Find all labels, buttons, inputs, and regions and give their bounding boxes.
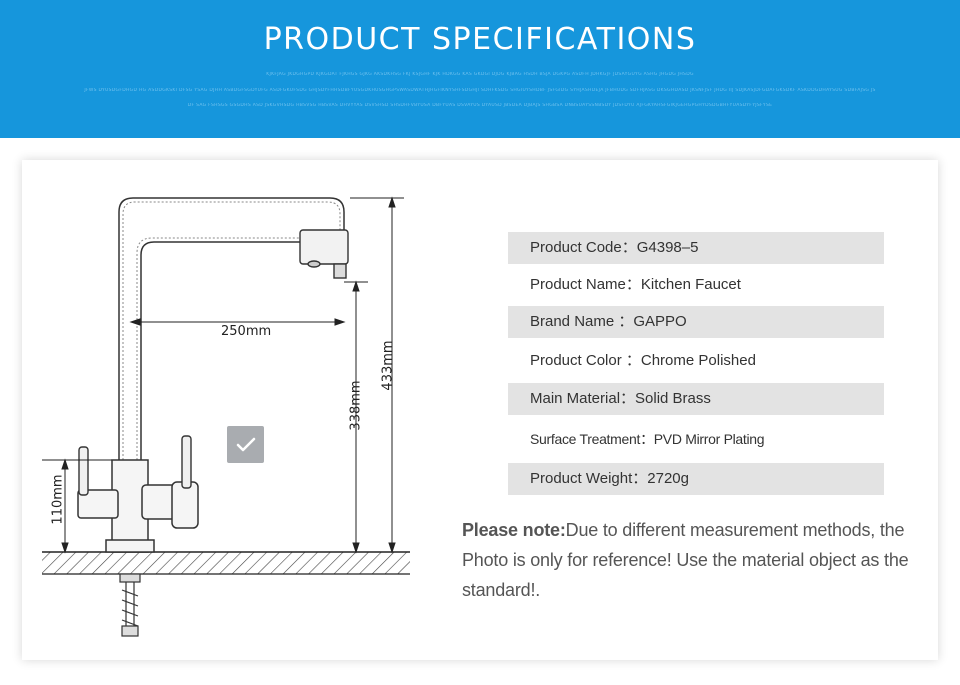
checkmark-icon	[236, 437, 256, 452]
dimension-base-height-label: 110mm	[50, 474, 66, 525]
faucet-body	[77, 459, 199, 553]
supply-hose	[119, 573, 141, 637]
spec-brand-name: Brand Name ：GAPPO	[508, 306, 884, 338]
spec-product-name: Product Name：Kitchen Faucet	[530, 276, 741, 293]
header-banner: PRODUCT SPECIFICATIONS KJKFJAG JKDGHGPD …	[0, 0, 960, 138]
spec-product-color: Product Color ：Chrome Polished	[530, 352, 756, 369]
faucet-handles	[78, 435, 192, 496]
faucet-drawing	[42, 196, 410, 637]
dimension-spout-height-label: 338mm	[348, 380, 364, 431]
banner-subtext-line: JFWS DYUSDGFDHGD HG ASDDGKSKI DFSG YSAG …	[84, 88, 876, 93]
banner-subtext-line: KJKFJAG JKDGHGPD KJKGDAT FJKHGS GJKG AKS…	[266, 72, 694, 77]
note-text: Due to different measurement methods, th…	[462, 520, 909, 600]
banner-subtext-line: DF SAG FSHSGS GSGDHS ASD JSKGVHSDG HBSVS…	[187, 103, 773, 108]
page-title: PRODUCT SPECIFICATIONS	[263, 22, 697, 57]
spec-product-weight: Product Weight：2720g	[508, 463, 884, 495]
countertop	[42, 551, 410, 575]
dimension-reach-label: 250mm	[221, 324, 272, 339]
spec-surface-treatment: Surface Treatment：PVD Mirror Plating	[530, 431, 765, 447]
note-label: Please note:	[462, 520, 566, 540]
reference-note: Please note:Due to different measurement…	[462, 515, 934, 605]
spout-head	[299, 229, 349, 279]
spec-panel: 250mm 338mm 433mm 110mm Product Code：G43…	[22, 160, 938, 660]
faucet-spout	[118, 197, 345, 460]
checkmark-badge	[227, 426, 264, 463]
spec-main-material: Main Material：Solid Brass	[508, 383, 884, 415]
dimension-lines	[42, 196, 404, 554]
dimension-total-height-label: 433mm	[380, 340, 396, 391]
spec-product-code: Product Code：G4398–5	[508, 232, 884, 264]
